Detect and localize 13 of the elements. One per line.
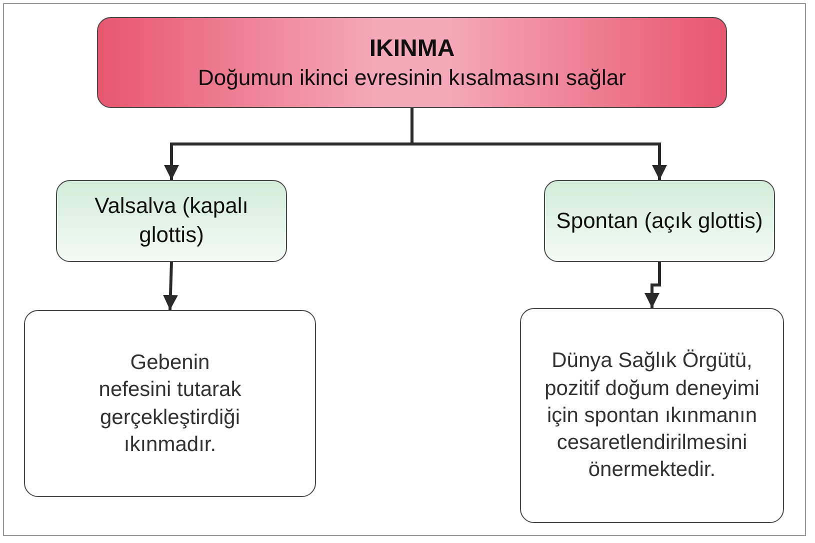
subheading-text: Doğumun ikinci evresinin kısalmasını sağlar	[198, 64, 626, 92]
category-box	[544, 180, 775, 262]
description-text: Dünya Sağlık Örgütü, pozitif doğum deneyimi için spontan ıkınmanın cesaretlendirilmesini önermektedir.	[544, 348, 760, 484]
category-box	[56, 180, 287, 262]
description-text: Gebenin nefesini tutarak gerçekleştirdiği ıkınmadır.	[98, 350, 242, 458]
description-box	[520, 308, 784, 523]
arrow	[644, 262, 661, 308]
box-label: Spontan (açık glottis)	[556, 206, 763, 235]
box-label: Valsalva (kapalı glottis)	[94, 192, 250, 249]
description-box	[24, 310, 316, 497]
title-box	[97, 17, 727, 108]
arrow	[162, 262, 178, 310]
heading-text: IKINMA	[369, 34, 455, 64]
